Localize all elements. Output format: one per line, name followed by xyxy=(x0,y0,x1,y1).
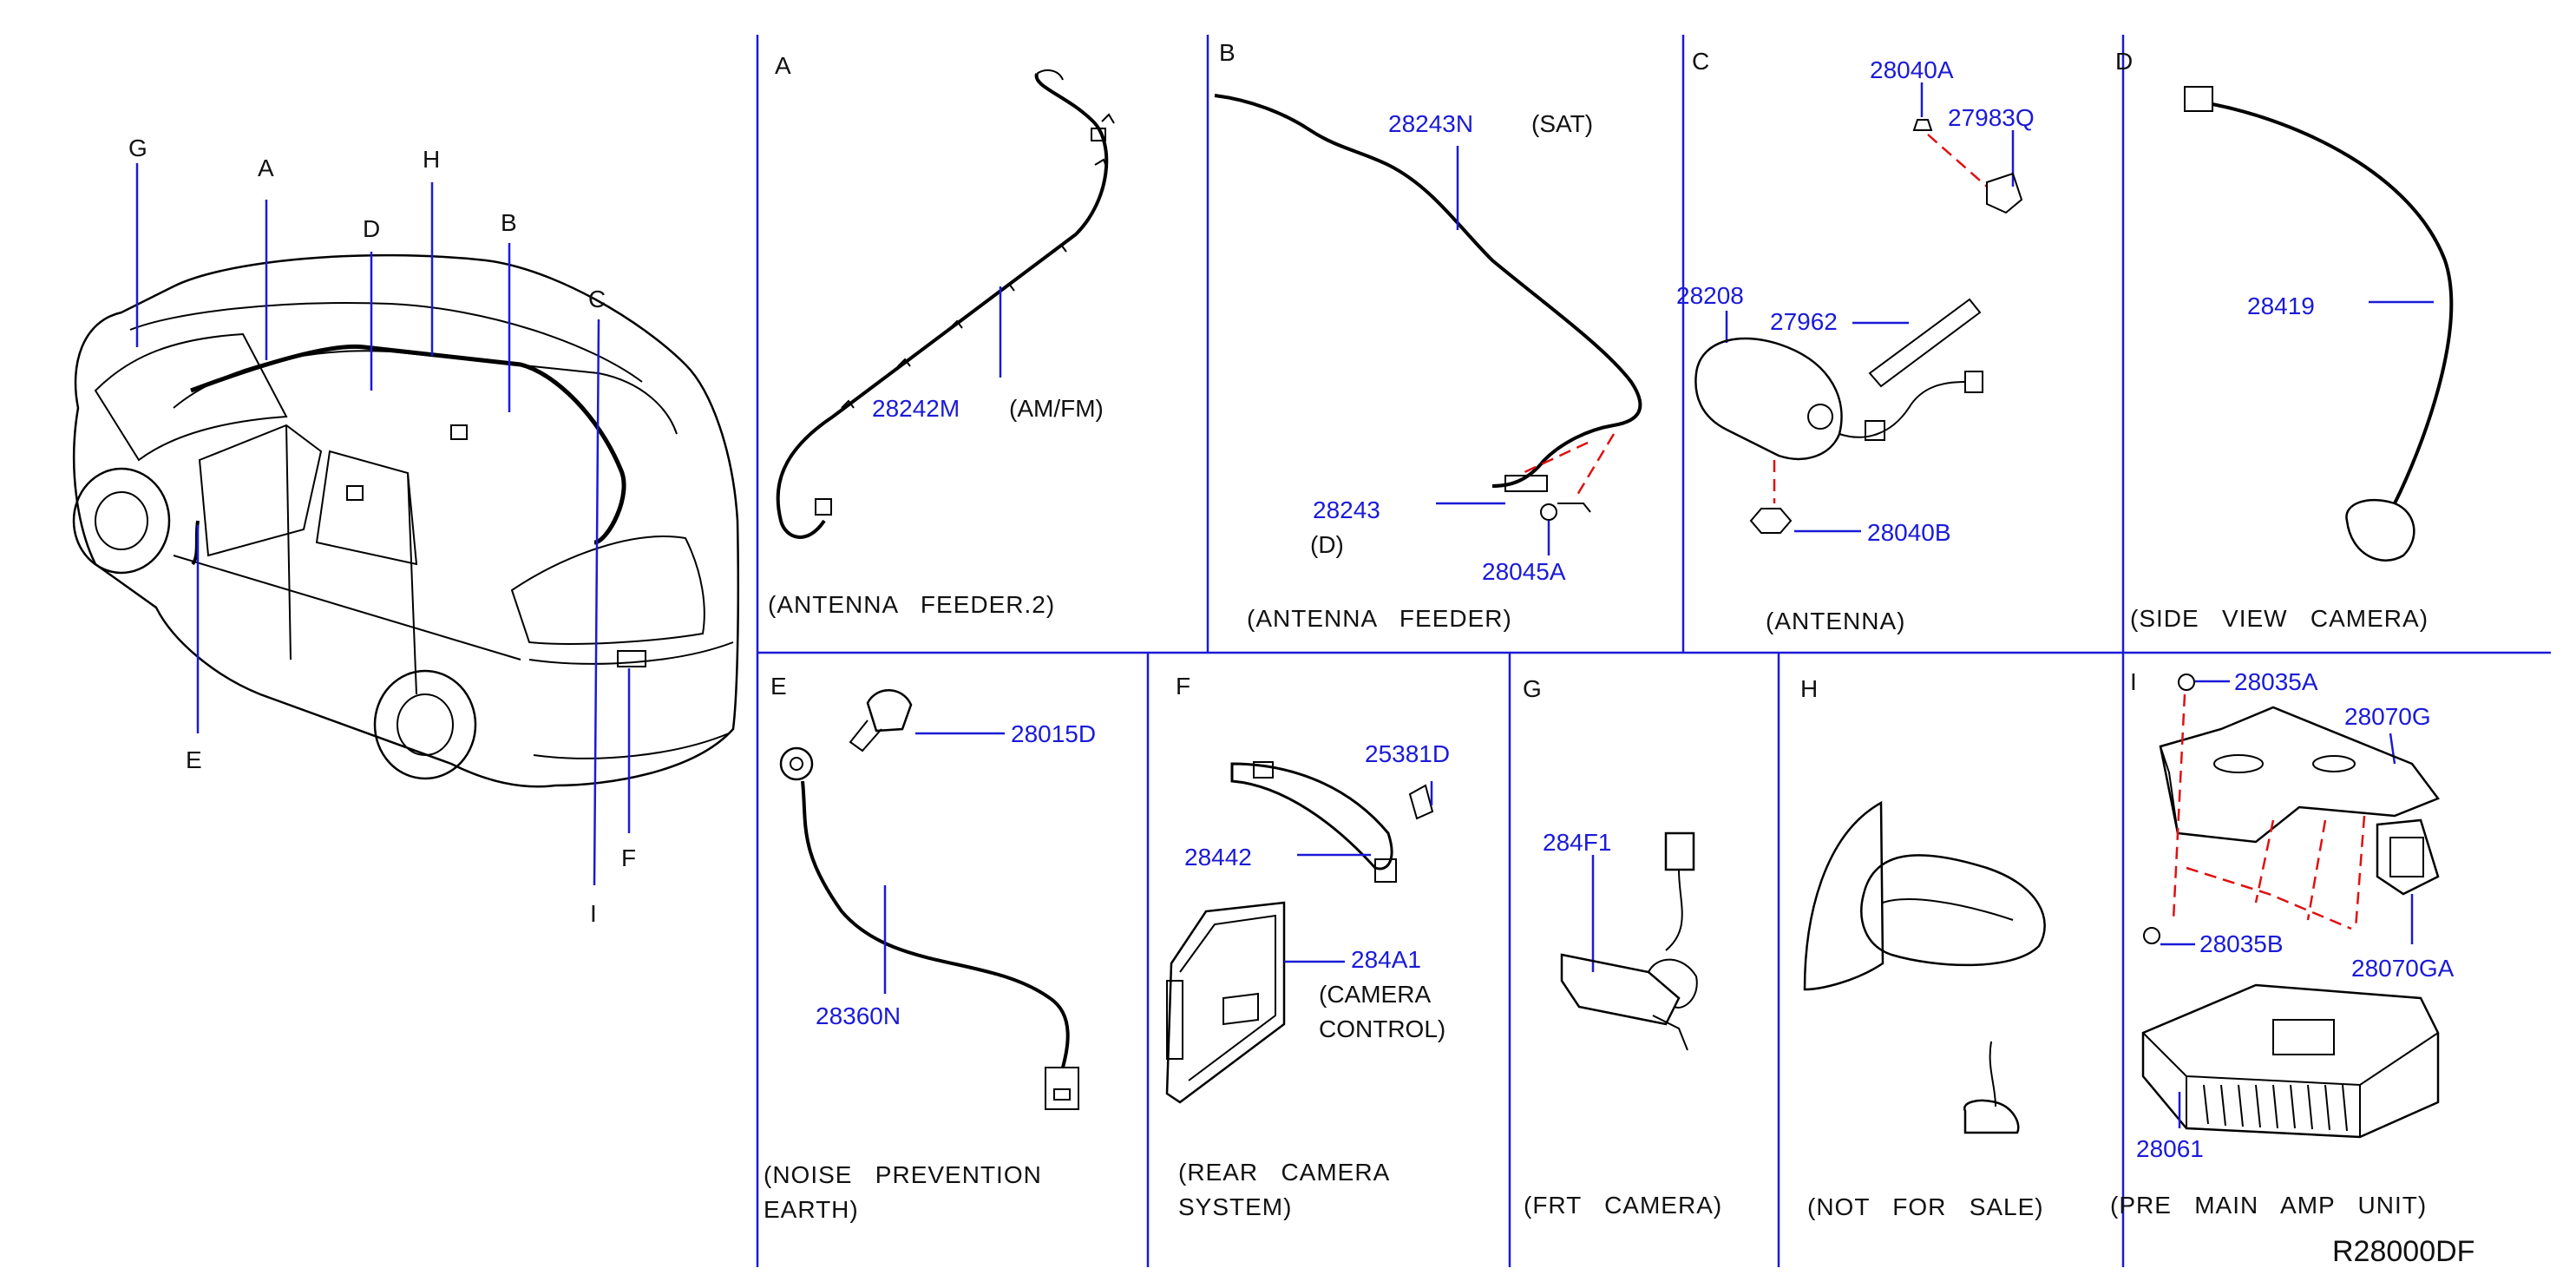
panel-c: C 28040A 27983Q 28208 27962 28040B (ANTE… xyxy=(1676,48,2035,634)
note-sat: (SAT) xyxy=(1531,110,1593,137)
panel-f-letter: F xyxy=(1176,673,1190,700)
part-28242M: 28242M xyxy=(872,395,960,422)
part-28442: 28442 xyxy=(1184,844,1252,871)
part-28015D: 28015D xyxy=(1011,720,1096,747)
caption-antenna-feeder-2: (ANTENNA FEEDER.2) xyxy=(768,591,1055,618)
part-28045A: 28045A xyxy=(1482,558,1566,585)
caption-noise-prevention-1: (NOISE PREVENTION xyxy=(764,1161,1042,1188)
part-28070GA: 28070GA xyxy=(2351,955,2455,982)
note-d: (D) xyxy=(1310,531,1344,558)
caption-antenna-feeder: (ANTENNA FEEDER) xyxy=(1247,605,1512,632)
callout-B: B xyxy=(501,209,517,236)
callout-A: A xyxy=(258,154,274,181)
note-am-fm: (AM/FM) xyxy=(1009,395,1104,422)
part-28243: 28243 xyxy=(1313,496,1380,523)
caption-rear-camera-2: SYSTEM) xyxy=(1178,1193,1292,1220)
callout-F: F xyxy=(621,844,636,871)
panel-g-letter: G xyxy=(1523,675,1542,702)
note-camera: (CAMERA xyxy=(1319,981,1431,1008)
part-284A1: 284A1 xyxy=(1351,946,1421,973)
part-28243N: 28243N xyxy=(1388,110,1473,137)
callout-C: C xyxy=(588,286,606,312)
callout-I: I xyxy=(590,900,597,927)
diagram-code: R28000DF xyxy=(2332,1235,2474,1268)
panel-a: A 28242M (AM/FM) (ANTENNA FEEDER.2) xyxy=(768,52,1115,618)
part-28070G: 28070G xyxy=(2344,703,2431,730)
panel-f: F 25381D 28442 284A1 (CAMERA CONTROL) (R… xyxy=(1165,673,1450,1220)
panel-b: B 28243N (SAT) 28243 (D) 28045A (ANTENNA… xyxy=(1214,39,1642,632)
panel-a-letter: A xyxy=(775,52,791,79)
vehicle-overview: G A D H B C E F I xyxy=(72,135,740,927)
panel-e: E 28015D 28360N (NOISE PREVENTION EARTH) xyxy=(764,673,1096,1223)
caption-frt-camera: (FRT CAMERA) xyxy=(1524,1192,1722,1219)
panel-h: H (NOT FOR SALE) xyxy=(1800,675,2046,1220)
note-control: CONTROL) xyxy=(1319,1015,1445,1042)
panel-e-letter: E xyxy=(770,673,787,700)
part-28061: 28061 xyxy=(2136,1135,2204,1162)
caption-pre-main-amp-unit: (PRE MAIN AMP UNIT) xyxy=(2110,1192,2427,1219)
part-28360N: 28360N xyxy=(816,1002,901,1029)
part-28040B: 28040B xyxy=(1867,519,1951,546)
callout-H: H xyxy=(423,146,440,173)
caption-rear-camera-1: (REAR CAMERA xyxy=(1178,1159,1390,1186)
caption-not-for-sale: (NOT FOR SALE) xyxy=(1807,1193,2044,1220)
part-28208: 28208 xyxy=(1676,282,1744,309)
callout-G: G xyxy=(128,135,147,161)
part-284F1: 284F1 xyxy=(1543,829,1611,856)
overview-callout-lines xyxy=(135,163,631,886)
part-28419: 28419 xyxy=(2247,292,2315,319)
panel-b-letter: B xyxy=(1219,39,1236,66)
caption-side-view-camera: (SIDE VIEW CAMERA) xyxy=(2130,605,2429,632)
panel-g: G 284F1 (FRT CAMERA) xyxy=(1523,675,1722,1219)
part-27962: 27962 xyxy=(1770,308,1838,335)
panel-dividers xyxy=(756,35,2551,1267)
panel-h-letter: H xyxy=(1800,675,1818,702)
callout-E: E xyxy=(186,746,202,773)
panel-i: I 28035A 28070G 28035B 28070GA xyxy=(2110,668,2455,1219)
panel-i-letter: I xyxy=(2130,668,2137,695)
part-28040A: 28040A xyxy=(1870,56,1954,83)
part-25381D: 25381D xyxy=(1365,740,1450,767)
panel-d-letter: D xyxy=(2115,48,2133,75)
part-28035B: 28035B xyxy=(2199,930,2284,957)
callout-D: D xyxy=(363,215,380,242)
part-28035A: 28035A xyxy=(2234,668,2318,695)
panel-c-letter: C xyxy=(1692,48,1709,75)
caption-noise-prevention-2: EARTH) xyxy=(764,1196,859,1223)
caption-antenna: (ANTENNA) xyxy=(1766,608,1905,634)
part-27983Q: 27983Q xyxy=(1948,104,2035,131)
panel-d: D 28419 (SIDE VIEW CAMERA) xyxy=(2115,48,2454,632)
